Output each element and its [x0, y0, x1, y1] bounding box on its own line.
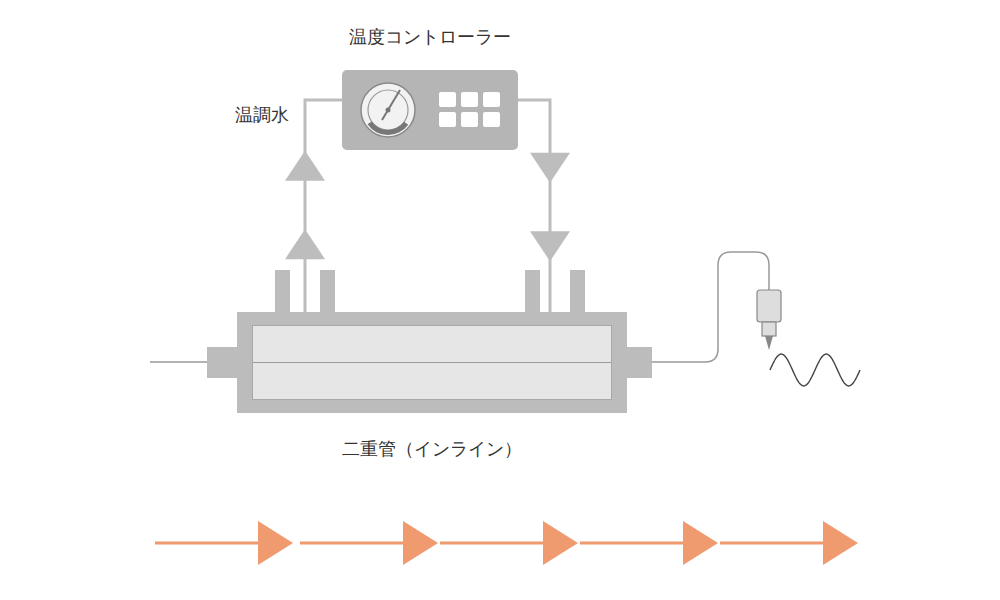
arrowhead — [530, 153, 570, 183]
flow-arrow-head — [683, 521, 718, 565]
controller-box: 温度コントローラー — [342, 70, 518, 150]
arrowhead — [285, 229, 325, 259]
flow-arrow-head — [823, 521, 858, 565]
sensor — [757, 290, 781, 350]
signal-wave — [770, 354, 860, 386]
flow-arrow-head — [258, 521, 293, 565]
flow-arrow-shaft — [155, 542, 260, 545]
arrowhead — [285, 151, 325, 181]
connector-line — [518, 100, 550, 312]
flow-arrow-head — [403, 521, 438, 565]
controller-face — [342, 70, 518, 150]
edge-label: 温調水 — [233, 104, 291, 126]
node-title: 二重管（インライン） — [342, 438, 522, 460]
sensor-cable — [652, 252, 769, 362]
flow-arrow-shaft — [720, 542, 825, 545]
water-connector — [518, 100, 570, 312]
pipe-center-line — [253, 362, 611, 363]
flow-arrow-shaft — [300, 542, 405, 545]
flow-arrows — [155, 521, 858, 565]
flow-arrow-head — [543, 521, 578, 565]
pipe-inner — [252, 325, 612, 400]
node-title: 温度コントローラー — [349, 26, 511, 48]
arrowhead — [530, 231, 570, 261]
nozzles — [275, 270, 585, 314]
water-connector — [285, 100, 342, 312]
flow-arrow-shaft — [440, 542, 545, 545]
double-pipe: 二重管（インライン） — [237, 312, 627, 413]
connector-line — [305, 100, 342, 312]
flow-arrow-shaft — [580, 542, 685, 545]
inlet-wire — [150, 361, 207, 363]
